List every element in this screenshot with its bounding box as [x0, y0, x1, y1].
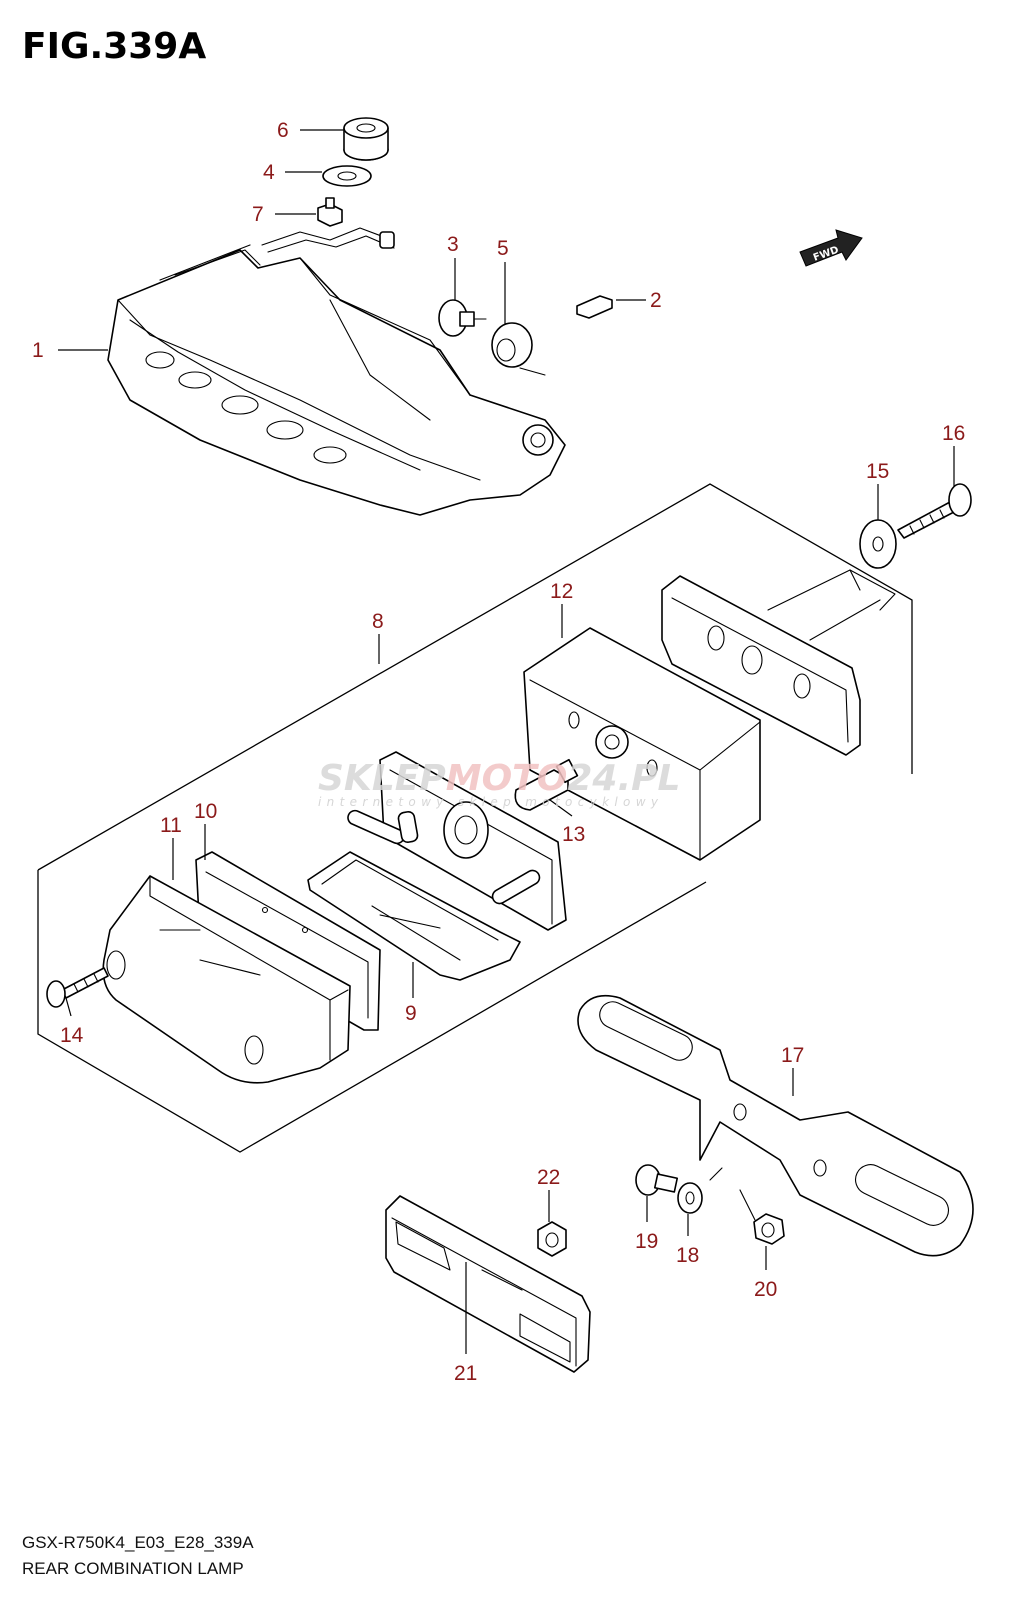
callout-6: 6 [277, 119, 289, 142]
part-13-bulb [514, 758, 579, 811]
part-18-washer [677, 1182, 703, 1214]
part-20-nut [753, 1213, 785, 1245]
model-code: GSX-R750K4_E03_E28_339A [22, 1533, 254, 1552]
callout-labels: 1 2 3 4 5 6 7 8 9 10 11 12 13 14 15 16 1… [32, 119, 965, 1385]
fwd-arrow-icon: FWD [799, 229, 863, 267]
part-9-lens [307, 851, 521, 981]
part-5-collar [491, 322, 546, 376]
callout-14: 14 [60, 1024, 84, 1047]
callout-12: 12 [550, 580, 573, 603]
part-15-washer [859, 519, 897, 569]
callout-15: 15 [866, 460, 889, 483]
watermark: SKLEPMOTO24.PL internetowy sklep motocyk… [318, 758, 680, 809]
callout-21: 21 [454, 1362, 477, 1385]
part-17-bracket [577, 994, 974, 1257]
part-22-nut [537, 1221, 567, 1257]
part-14-screw [46, 967, 109, 1008]
assembly-frame [37, 483, 913, 1153]
callout-10: 10 [194, 800, 217, 823]
part-16-screw [897, 483, 972, 539]
callout-1: 1 [32, 339, 44, 362]
part-19-bolt [635, 1164, 679, 1196]
callout-16: 16 [942, 422, 965, 445]
callout-11: 11 [160, 814, 182, 837]
part-lamp-socket [347, 751, 567, 931]
part-7-bolt [317, 197, 343, 227]
callout-19: 19 [635, 1230, 658, 1253]
part-6-grommet [343, 117, 389, 161]
callout-5: 5 [497, 237, 509, 260]
leader-lines [58, 129, 955, 1354]
part-12-lamp-housing [523, 627, 761, 861]
callout-3: 3 [447, 233, 459, 256]
part-2-clip [576, 295, 613, 319]
callout-4: 4 [263, 161, 275, 184]
part-4-washer [322, 165, 372, 187]
callout-7: 7 [252, 203, 264, 226]
callout-20: 20 [754, 1278, 777, 1301]
callout-2: 2 [650, 289, 662, 312]
callout-18: 18 [676, 1244, 699, 1267]
callout-9: 9 [405, 1002, 417, 1025]
part-21-reflector [385, 1195, 591, 1373]
figure-caption: REAR COMBINATION LAMP [22, 1559, 244, 1578]
part-3-cushion [438, 299, 487, 337]
callout-13: 13 [562, 823, 585, 846]
callout-22: 22 [537, 1166, 560, 1189]
callout-8: 8 [372, 610, 384, 633]
callout-17: 17 [781, 1044, 804, 1067]
part-1-rear-fender [107, 227, 566, 516]
part-lamp-lens-plate [661, 569, 896, 756]
watermark-brand: SKLEPMOTO24.PL [318, 758, 680, 799]
part-11-taillamp-lens [102, 875, 351, 1084]
figure-title: FIG.339A [22, 26, 206, 67]
